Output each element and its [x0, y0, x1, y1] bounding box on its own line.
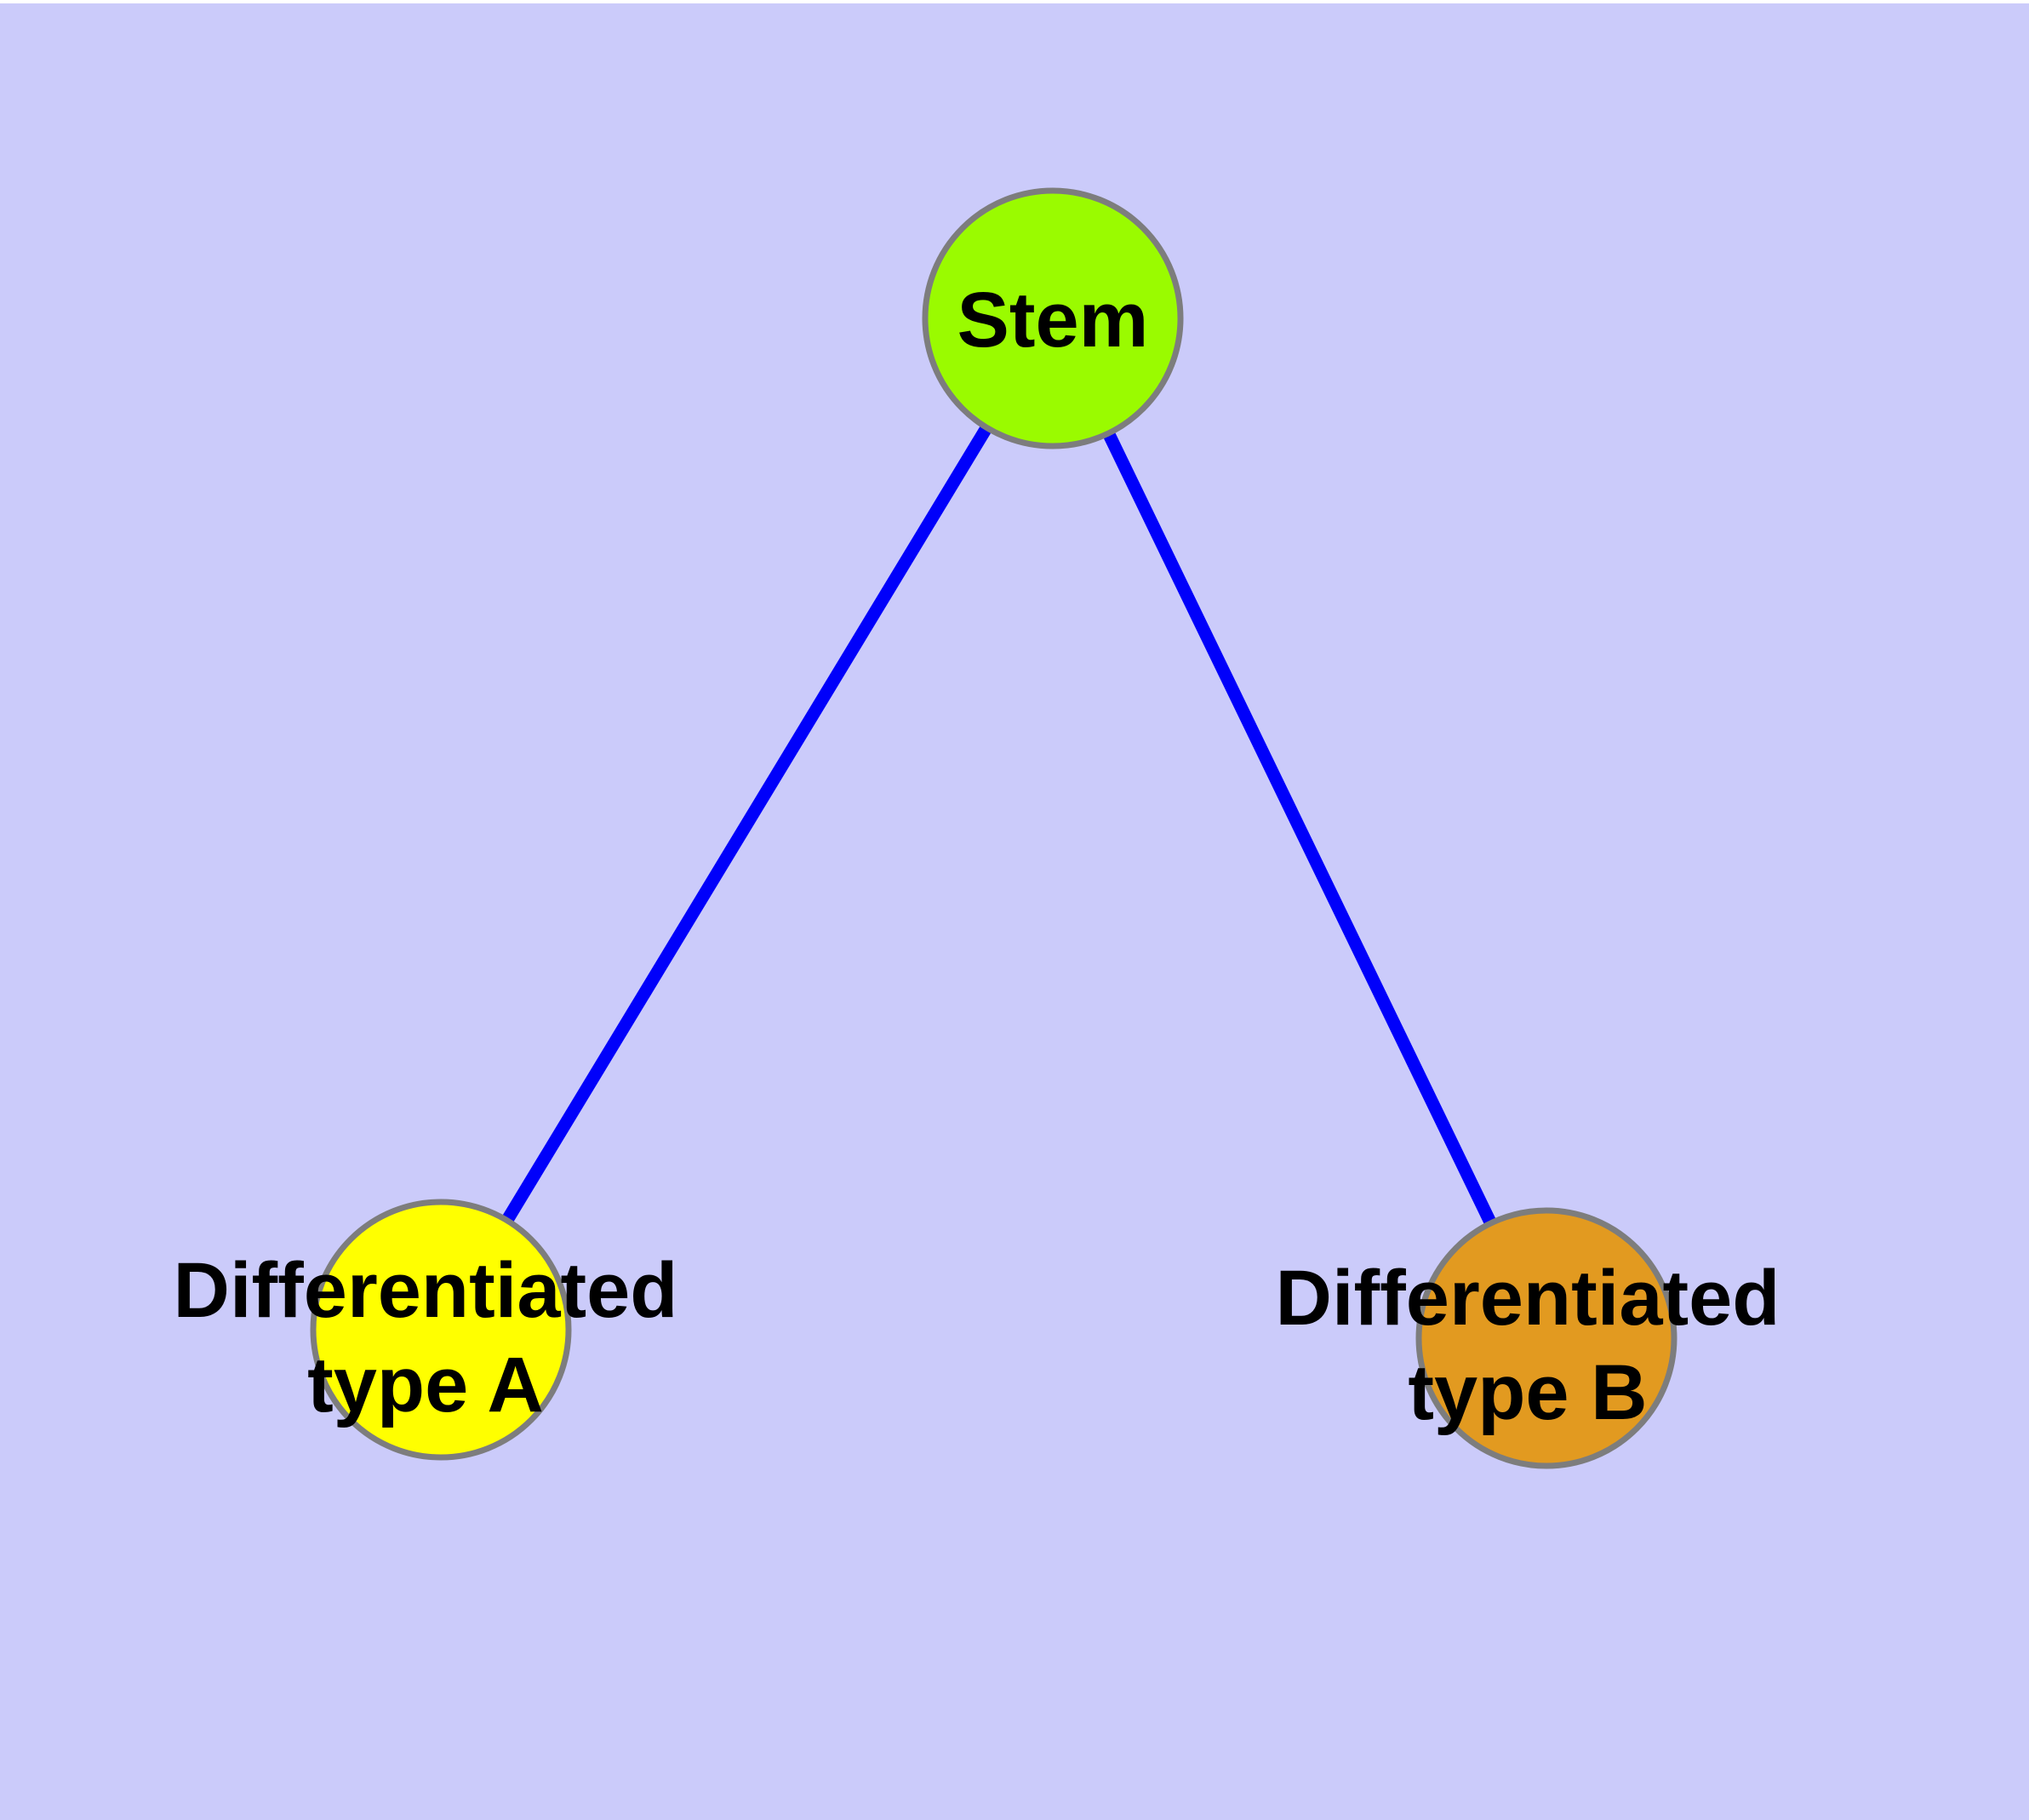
node-differentiated-type-a: Differentiated type A: [174, 1199, 678, 1461]
node-differentiated-type-b-circle: [1415, 1207, 1677, 1469]
node-differentiated-type-b-label-line1: Differentiated: [1276, 1255, 1780, 1342]
node-stem: Stem: [922, 187, 1184, 449]
top-margin-strip: [0, 0, 2029, 3]
node-differentiated-type-a-label-line1: Differentiated: [174, 1247, 678, 1334]
node-differentiated-type-b-label-line2: type B: [1408, 1349, 1647, 1436]
node-differentiated-type-b: Differentiated type B: [1276, 1207, 1780, 1469]
node-stem-circle: [922, 187, 1184, 449]
edge-stem-to-type-a: [435, 315, 1059, 1333]
node-differentiated-type-a-circle: [310, 1199, 572, 1461]
edge-stem-to-type-b: [1047, 315, 1552, 1342]
node-differentiated-type-a-label-line2: type A: [307, 1342, 544, 1428]
node-stem-label: Stem: [957, 277, 1149, 363]
